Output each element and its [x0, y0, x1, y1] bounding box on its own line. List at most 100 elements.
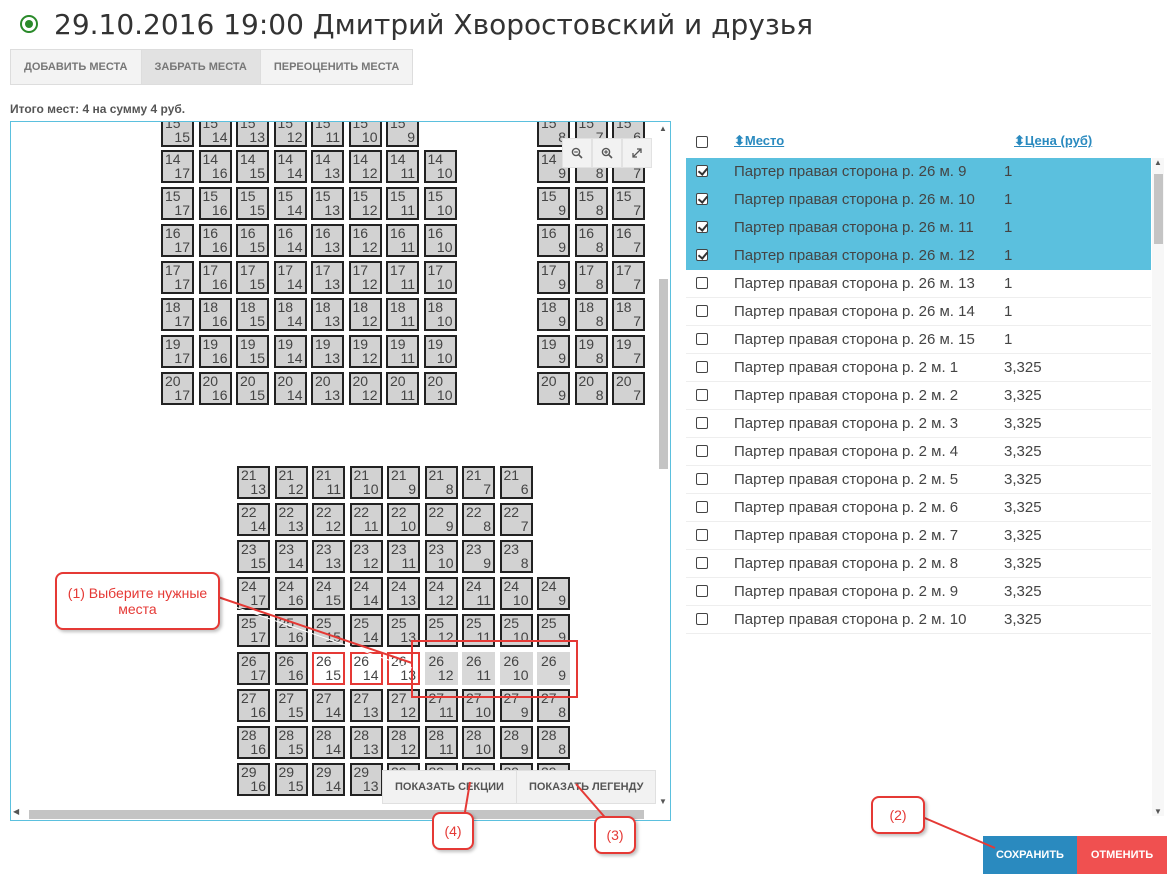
row-checkbox[interactable]	[696, 277, 708, 289]
row-checkbox[interactable]	[696, 417, 708, 429]
scroll-down-icon[interactable]: ▼	[1154, 807, 1162, 816]
row-checkbox[interactable]	[696, 333, 708, 345]
scroll-up-icon[interactable]: ▲	[659, 124, 667, 133]
row-checkbox[interactable]	[696, 529, 708, 541]
fullscreen-icon[interactable]	[622, 138, 652, 168]
zoom-in-icon[interactable]	[592, 138, 622, 168]
select-all-checkbox[interactable]	[696, 136, 708, 148]
row-checkbox[interactable]	[696, 473, 708, 485]
row-checkbox[interactable]	[696, 361, 708, 373]
row-checkbox[interactable]	[696, 445, 708, 457]
save-button[interactable]: СОХРАНИТЬ	[983, 836, 1077, 874]
row-checkbox[interactable]	[696, 389, 708, 401]
row-checkbox[interactable]	[696, 249, 708, 261]
map-vertical-scrollbar[interactable]: ▲ ▼	[657, 124, 669, 806]
sort-by-price-link[interactable]: ⬍Цена (руб)	[1014, 133, 1093, 148]
row-checkbox[interactable]	[696, 221, 708, 233]
list-scroll-thumb[interactable]	[1154, 174, 1163, 244]
scroll-down-icon[interactable]: ▼	[659, 797, 667, 806]
